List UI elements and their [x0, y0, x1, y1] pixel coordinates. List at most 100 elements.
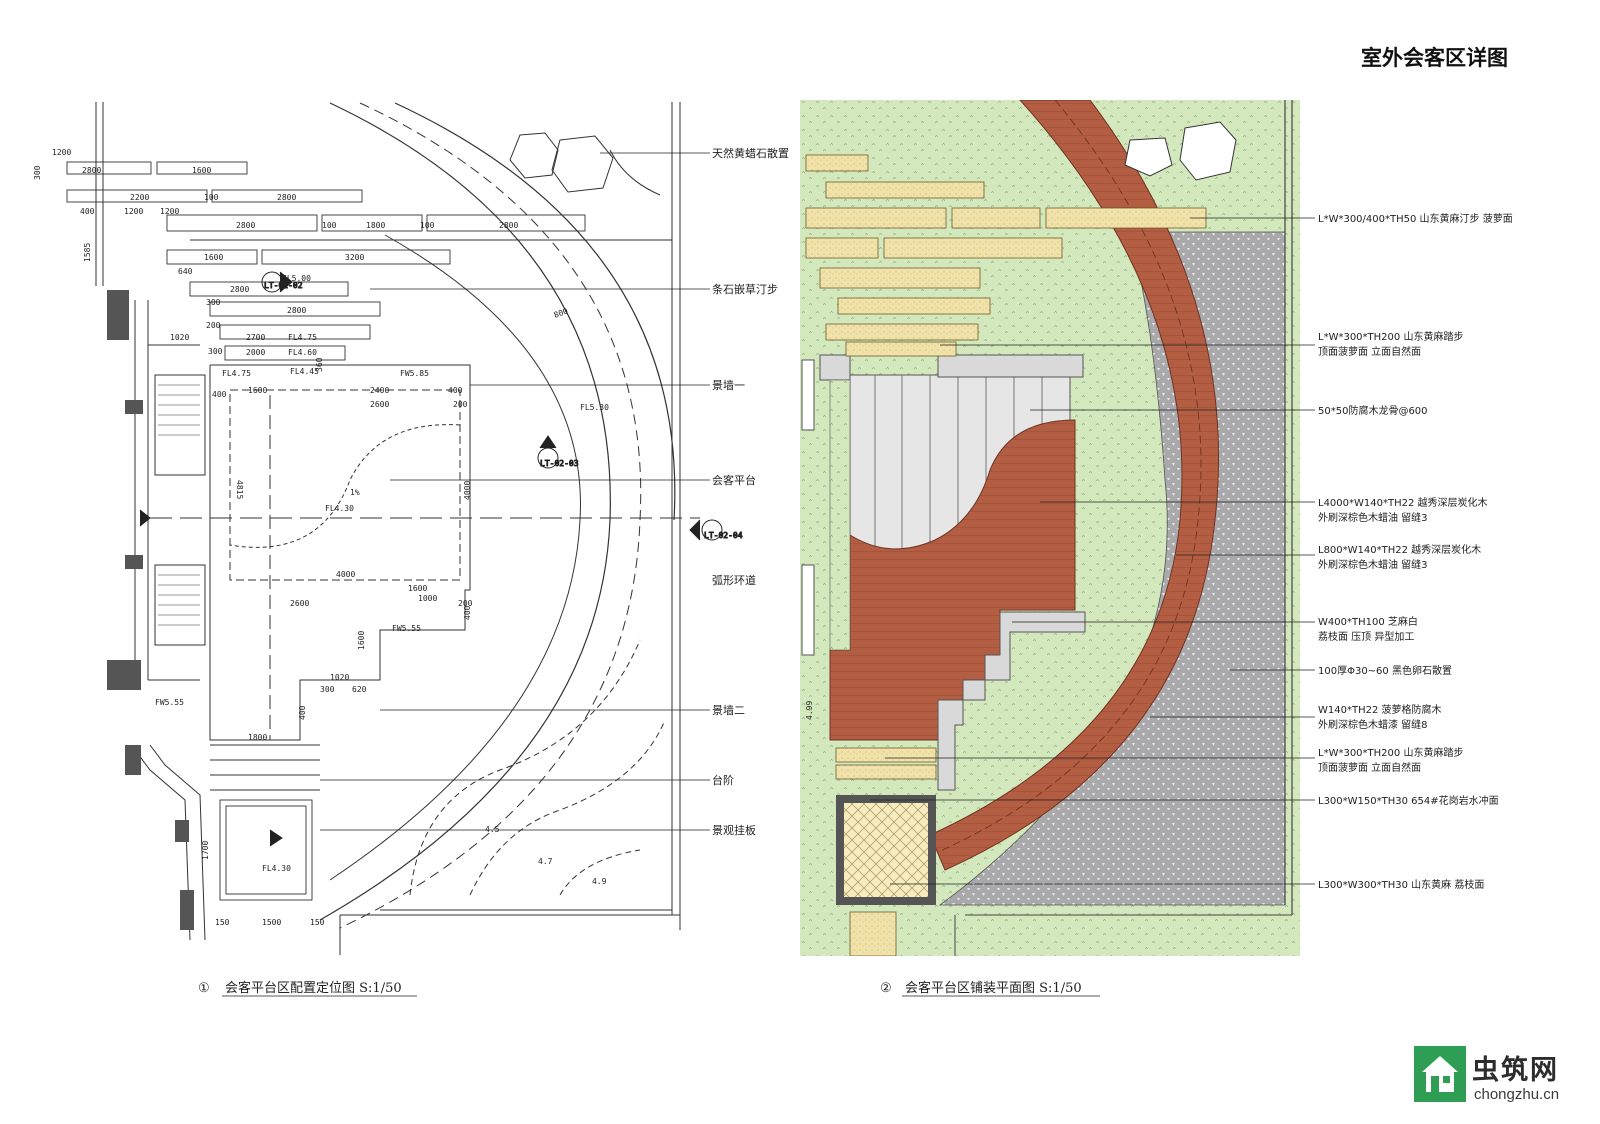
dim-text: 1700 [201, 841, 210, 860]
logo-brand: 虫筑网 [1472, 1055, 1559, 1086]
note-text: L4000*W140*TH22 越秀深层炭化木 [1318, 496, 1488, 509]
column-block [107, 290, 129, 340]
dim-text: 2800 [499, 221, 518, 230]
arc-inner-edge [329, 234, 581, 881]
dim-text: 400 [212, 390, 227, 399]
elev-text: 4.5 [485, 825, 500, 834]
dim-text: 100 [420, 221, 435, 230]
column-block [125, 400, 143, 414]
dim-text: 1020 [330, 673, 349, 682]
contour-line [469, 719, 666, 896]
dim-text: 620 [352, 685, 367, 694]
dim-text: 1200 [52, 148, 71, 157]
coping-stone [937, 354, 1084, 378]
paving-plan: 4.99 [800, 100, 1300, 956]
rock-icon [509, 132, 559, 179]
rock-icon [551, 135, 614, 193]
wood-deck [829, 419, 1076, 741]
dim-text: 2800 [287, 306, 306, 315]
column-block [107, 660, 141, 690]
dim-text: 2800 [82, 166, 101, 175]
dim-text: 2700 [246, 333, 265, 342]
dim-text: 4000 [463, 481, 472, 500]
rock-icon [1124, 137, 1173, 177]
elev-text: FL4.45 [290, 367, 319, 376]
dim-text: 300 [208, 347, 223, 356]
dim-text: 2800 [277, 193, 296, 202]
dim-text: 2200 [130, 193, 149, 202]
stepping-stones [805, 154, 1207, 956]
dim-text: 400 [448, 386, 463, 395]
house-edge [801, 564, 815, 656]
label-huangla-stone: 天然黄蜡石散置 [712, 146, 789, 160]
dim-text: 100 [204, 193, 219, 202]
dim-text: 4815 [235, 480, 244, 499]
dim-text: 2800 [236, 221, 255, 230]
note-text: 100厚Φ30~60 黑色卵石散置 [1318, 664, 1452, 677]
note-text: L*W*300/400*TH50 山东黄麻汀步 菠萝面 [1318, 212, 1513, 225]
dim-text: 1800 [248, 733, 267, 742]
dim-text: 1500 [262, 918, 281, 927]
right-leaders [870, 217, 1315, 885]
contour-line [409, 639, 641, 896]
planter-strip [829, 379, 851, 651]
elev-text: FL5.30 [580, 403, 609, 412]
dim-text: 1600 [357, 631, 366, 650]
dim-text: 640 [178, 267, 193, 276]
dim-text: 300 [33, 165, 42, 180]
right-notes: L*W*300/400*TH50 山东黄麻汀步 菠萝面 L*W*300*TH20… [1318, 212, 1513, 891]
dim-text: 300 [320, 685, 335, 694]
dim-text: 1200 [124, 207, 143, 216]
caption-left: ① 会客平台区配置定位图 S:1/50 [198, 980, 417, 997]
note-text: L*W*300*TH200 山东黄麻踏步 [1318, 746, 1463, 759]
elevation-marks: FL5.30 FL4.75 FL4.60 FL4.45 FL4.75 FW5.8… [155, 274, 609, 886]
watermark-logo: 虫筑网 chongzhu.cn [1414, 1046, 1592, 1112]
note-text: W400*TH100 芝麻白 [1318, 615, 1418, 628]
label-hanging-panel: 景观挂板 [712, 823, 756, 837]
caption-text: 会客平台区配置定位图 S:1/50 [225, 980, 402, 996]
label-arc-path: 弧形环道 [712, 573, 756, 587]
dim-text: 1020 [170, 333, 189, 342]
dim-text: 150 [310, 918, 325, 927]
house-edge [801, 359, 815, 431]
dim-text: 200 [206, 321, 221, 330]
dim-text: 2600 [290, 599, 309, 608]
dim-text: 3200 [345, 253, 364, 262]
dim-text: 100 [322, 221, 337, 230]
left-labels: 天然黄蜡石散置 条石嵌草汀步 景墙一 会客平台 弧形环道 景墙二 台阶 景观挂板 [712, 146, 789, 837]
column-block [125, 745, 141, 775]
dim-text: 1600 [192, 166, 211, 175]
dim-text: 1585 [83, 243, 92, 262]
elev-text: FW5.55 [155, 698, 184, 707]
arc-path-inner [394, 102, 676, 521]
note-text: 顶面菠萝面 立面自然面 [1318, 761, 1421, 774]
section-symbol-text: LT-02-04 [704, 531, 743, 540]
dim-text: 400 [298, 705, 307, 720]
left-leaders [320, 152, 710, 831]
house-icon [1414, 1046, 1466, 1102]
elev-text: FL4.75 [288, 333, 317, 342]
coping-stone [937, 611, 1086, 791]
steps [210, 744, 320, 901]
dim-text: 4000 [336, 570, 355, 579]
dimension-texts: 1200 2800 1600 2200 100 2800 400 1200 28… [33, 148, 569, 927]
caption-right: ② 会客平台区铺装平面图 S:1/50 [880, 980, 1100, 997]
layout-plan [66, 102, 700, 955]
elev-text: FL4.60 [288, 348, 317, 357]
dim-text: 300 [206, 298, 221, 307]
meeting-platform [150, 364, 700, 741]
dim-text: 2600 [370, 400, 389, 409]
elev-text: 4.99 [805, 701, 814, 720]
note-text: 50*50防腐木龙骨@600 [1318, 404, 1428, 417]
elev-text: 4.9 [592, 877, 607, 886]
arc-path-outer [319, 102, 611, 921]
note-text: L800*W140*TH22 越秀深层炭化木 [1318, 543, 1481, 556]
elev-text: 1% [350, 488, 360, 497]
logo-url: chongzhu.cn [1474, 1086, 1560, 1103]
dim-text: 1800 [366, 221, 385, 230]
rock-shadow-line [609, 149, 661, 196]
elev-text: 4.7 [538, 857, 553, 866]
elev-text: FL4.30 [262, 864, 291, 873]
wood-arc-path [929, 100, 1220, 871]
